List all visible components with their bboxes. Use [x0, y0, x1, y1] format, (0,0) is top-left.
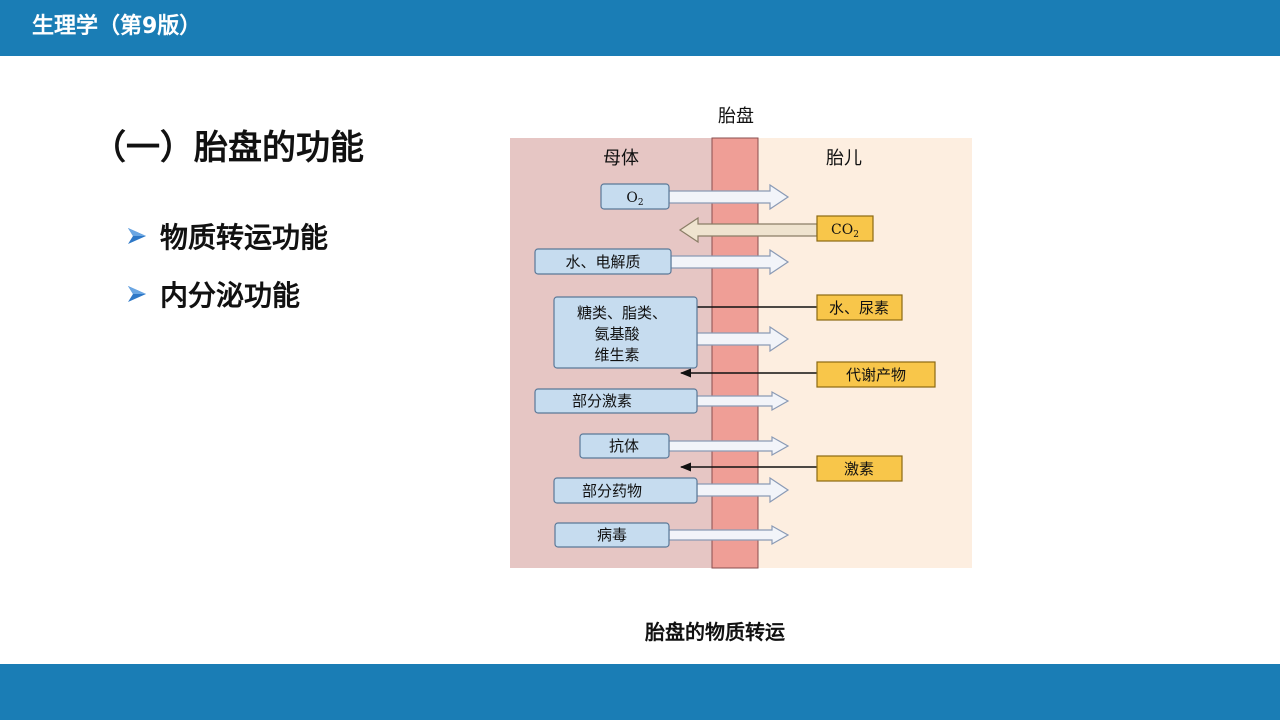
transfer-arrow-nutrients: [696, 325, 790, 353]
placenta-label: 胎盘: [718, 106, 754, 127]
svg-text:激素: 激素: [844, 460, 874, 478]
svg-text:部分激素: 部分激素: [572, 392, 632, 410]
figure-caption: 胎盘的物质转运: [645, 620, 785, 644]
bullet-item: 内分泌功能: [126, 272, 328, 316]
footer-bar: [0, 664, 1280, 720]
svg-text:糖类、脂类、: 糖类、脂类、: [577, 304, 667, 322]
header-bar: 生理学（第9版）: [0, 0, 1280, 56]
fetal-item-hormones: 激素: [816, 455, 903, 482]
transfer-arrow-antibodies: [668, 435, 790, 457]
maternal-item-water-electrolytes: 水、电解质: [534, 248, 672, 275]
maternal-item-drugs: 部分药物: [553, 477, 698, 504]
bullet-item: 物质转运功能: [126, 214, 328, 258]
maternal-item-nutrients: 糖类、脂类、 氨基酸 维生素: [553, 296, 698, 369]
fetal-item-co2: CO2: [816, 215, 874, 242]
book-title: 生理学（第9版）: [32, 14, 202, 39]
svg-text:CO2: CO2: [831, 222, 859, 240]
transfer-arrow-co2: [678, 216, 818, 244]
transfer-arrow-water-electrolytes: [670, 248, 790, 276]
transfer-arrow-hormones: [696, 390, 790, 412]
svg-text:抗体: 抗体: [609, 437, 639, 455]
maternal-item-o2: O2: [600, 183, 670, 210]
svg-text:代谢产物: 代谢产物: [846, 366, 906, 384]
svg-text:维生素: 维生素: [594, 346, 639, 364]
transfer-arrow-viruses: [668, 524, 790, 546]
transfer-arrow-drugs: [696, 476, 790, 504]
fetal-item-water-urea: 水、尿素: [816, 294, 903, 321]
svg-text:氨基酸: 氨基酸: [594, 325, 639, 343]
bullet-list: 物质转运功能 内分泌功能: [126, 214, 328, 330]
maternal-label: 母体: [603, 148, 639, 169]
bullet-text: 物质转运功能: [160, 221, 329, 254]
bullet-text: 内分泌功能: [160, 279, 301, 312]
maternal-item-hormones: 部分激素: [534, 388, 698, 414]
section-heading: （一）胎盘的功能: [92, 128, 364, 168]
transfer-arrow-o2: [668, 183, 790, 211]
svg-text:部分药物: 部分药物: [582, 482, 642, 500]
svg-text:水、尿素: 水、尿素: [829, 299, 889, 317]
maternal-item-viruses: 病毒: [554, 522, 670, 548]
maternal-item-antibodies: 抗体: [579, 433, 670, 459]
fetal-item-metabolites: 代谢产物: [816, 361, 936, 388]
svg-text:病毒: 病毒: [597, 526, 627, 544]
arrow-bullet-icon: [128, 228, 146, 244]
arrow-bullet-icon: [128, 286, 146, 302]
fetal-label: 胎儿: [826, 148, 862, 169]
svg-text:水、电解质: 水、电解质: [565, 253, 640, 271]
